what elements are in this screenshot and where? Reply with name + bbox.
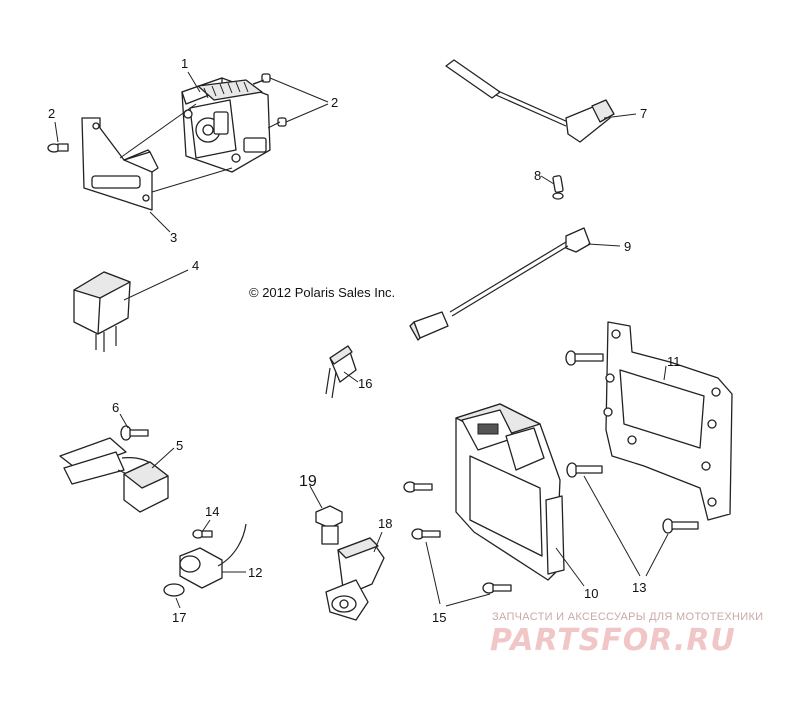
- copyright-notice: © 2012 Polaris Sales Inc.: [249, 285, 395, 300]
- part-1-module: [181, 77, 271, 173]
- leader-15a: [425, 541, 441, 605]
- leader-1: [187, 71, 201, 93]
- leader-17: [175, 597, 181, 609]
- part-17-oring: [163, 583, 185, 597]
- callout-16: 16: [358, 376, 372, 391]
- part-9-sensor: [409, 227, 591, 341]
- callout-4: 4: [192, 258, 199, 273]
- part-8-screw: [552, 175, 564, 200]
- part-4-relay: [73, 271, 131, 352]
- part-15-screws: [403, 481, 512, 594]
- callout-12: 12: [248, 565, 262, 580]
- callout-1: 1: [181, 56, 188, 71]
- part-7-sensor: [445, 59, 615, 143]
- watermark-logo: PARTSFOR.RU: [490, 623, 736, 658]
- part-3-bracket: [81, 117, 159, 211]
- callout-18: 18: [378, 516, 392, 531]
- callout-5: 5: [176, 438, 183, 453]
- callout-13: 13: [632, 580, 646, 595]
- leader-19: [309, 485, 323, 509]
- leader-2a: [269, 77, 329, 103]
- callout-8: 8: [534, 168, 541, 183]
- leader-2b: [285, 103, 329, 123]
- part-11-plate: [603, 321, 733, 521]
- leader-11: [663, 365, 667, 381]
- leader-15b: [445, 593, 491, 607]
- leader-13a: [583, 475, 641, 577]
- callout-15: 15: [432, 610, 446, 625]
- leader-3-module-b: [151, 167, 233, 193]
- part-12-sensor: [179, 523, 247, 589]
- leader-6: [119, 413, 129, 429]
- leader-3: [149, 211, 171, 233]
- part-2-screw-left: [47, 143, 69, 153]
- callout-14: 14: [205, 504, 219, 519]
- callout-2-right: 2: [331, 95, 338, 110]
- leader-14: [201, 519, 211, 533]
- callout-3: 3: [170, 230, 177, 245]
- callout-11: 11: [667, 354, 681, 369]
- callout-19: 19: [299, 473, 317, 490]
- part-5-fuse-holder: [59, 437, 169, 513]
- callout-9: 9: [624, 239, 631, 254]
- leader-7: [603, 113, 637, 119]
- callout-2-left: 2: [48, 106, 55, 121]
- leader-9: [587, 243, 621, 247]
- part-13-bolts: [565, 350, 699, 534]
- leader-5: [151, 447, 175, 469]
- part-16-sensor: [325, 345, 357, 399]
- part-19-bolt: [315, 505, 343, 545]
- part-6-screw: [120, 425, 149, 441]
- leader-2-left: [54, 121, 59, 143]
- leader-4: [123, 269, 189, 301]
- leader-8: [540, 175, 555, 185]
- part-18-sensor: [325, 537, 385, 621]
- leader-3-module: [119, 103, 197, 159]
- leader-10: [555, 547, 585, 587]
- leader-13b: [645, 533, 669, 577]
- callout-10: 10: [584, 586, 598, 601]
- callout-17: 17: [172, 610, 186, 625]
- leader-16: [343, 371, 359, 383]
- leader-18: [373, 531, 383, 553]
- watermark-subtitle: ЗАПЧАСТИ И АКСЕССУАРЫ ДЛЯ МОТОТЕХНИКИ: [492, 611, 763, 623]
- part-10-ecu: [455, 403, 565, 581]
- callout-7: 7: [640, 106, 647, 121]
- part-14-screw: [192, 529, 213, 539]
- callout-6: 6: [112, 400, 119, 415]
